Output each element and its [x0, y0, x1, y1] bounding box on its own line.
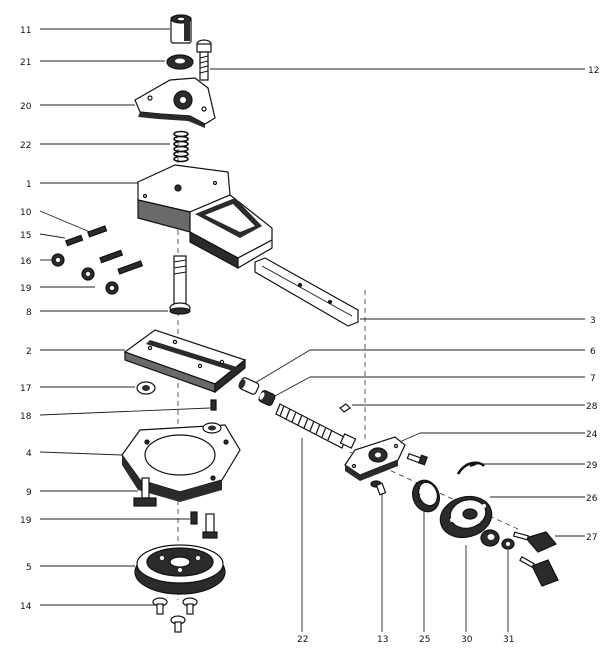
part-28-key: [339, 403, 351, 413]
part-9-t-bolt: [133, 477, 157, 507]
callout-9: 9: [26, 488, 32, 498]
part-4-swivel-ring: [121, 422, 241, 502]
part-5-turntable: [134, 544, 226, 595]
callout-12: 12: [588, 66, 599, 76]
callout-11: 11: [20, 26, 31, 36]
part-24-bearing-bracket: [344, 436, 406, 481]
part-31-nut: [501, 538, 515, 550]
part-18-set-screw: [210, 399, 217, 411]
callout-5: 5: [26, 563, 32, 573]
callout-21: 21: [20, 58, 31, 68]
callout-4: 4: [26, 449, 32, 459]
callout-22-top: 22: [20, 141, 31, 151]
part-26-handwheel-hub: [439, 495, 493, 539]
callout-27: 27: [586, 533, 597, 543]
part-15-gib-screw: [65, 234, 144, 275]
callout-29: 29: [586, 461, 598, 471]
callout-10: 10: [20, 208, 32, 218]
callout-2: 2: [26, 347, 32, 357]
part-19-lower-bolts: [190, 511, 218, 539]
part-13-bolt: [370, 480, 387, 496]
callout-17: 17: [20, 384, 31, 394]
callout-19-lower: 19: [20, 516, 32, 526]
callout-31: 31: [503, 635, 514, 645]
part-10-gib-screw: [87, 225, 108, 238]
callout-15: 15: [20, 231, 31, 241]
bracket-screw: [406, 452, 428, 466]
callout-8: 8: [26, 308, 32, 318]
callout-3: 3: [590, 316, 596, 326]
part-2-slide-plate: [123, 329, 247, 394]
callout-30: 30: [461, 635, 473, 645]
part-27-handles: [512, 531, 559, 587]
callout-14: 14: [20, 602, 32, 612]
callout-24: 24: [586, 430, 598, 440]
callout-13: 13: [377, 635, 388, 645]
callout-19-upper: 19: [20, 284, 32, 294]
callout-18: 18: [20, 412, 32, 422]
part-16-nut: [51, 253, 95, 281]
callout-labels: 11 21 20 22 1 10 15 16 19 8 2 17 18 4 9 …: [20, 26, 599, 645]
part-22-spring: [173, 130, 189, 163]
callout-16: 16: [20, 257, 32, 267]
part-22-lead-screw: [275, 403, 357, 449]
part-17-nut: [136, 381, 156, 395]
part-1-carriage: [137, 164, 273, 270]
part-8-pivot-bolt: [169, 255, 191, 315]
part-19-nut: [105, 281, 119, 295]
callout-6: 6: [590, 347, 596, 357]
callout-7: 7: [590, 374, 596, 384]
part-20-clamp-plate: [134, 77, 216, 128]
part-3-gib-bar: [254, 257, 359, 327]
callout-1: 1: [26, 180, 32, 190]
part-30-bushing: [480, 529, 500, 547]
part-6-nut: [238, 377, 260, 395]
part-11-bushing: [170, 14, 192, 44]
leader-lines: [39, 28, 585, 632]
callout-20: 20: [20, 102, 32, 112]
part-29-spring-clip: [456, 461, 485, 475]
part-14-screws: [152, 597, 198, 633]
callout-25: 25: [419, 635, 430, 645]
part-7-nut: [258, 389, 276, 407]
part-25-collar: [412, 479, 440, 513]
part-21-washer: [166, 54, 194, 70]
callout-26: 26: [586, 494, 598, 504]
callout-22-bottom: 22: [297, 635, 308, 645]
callout-28: 28: [586, 402, 598, 412]
part-12-screw: [196, 39, 212, 81]
